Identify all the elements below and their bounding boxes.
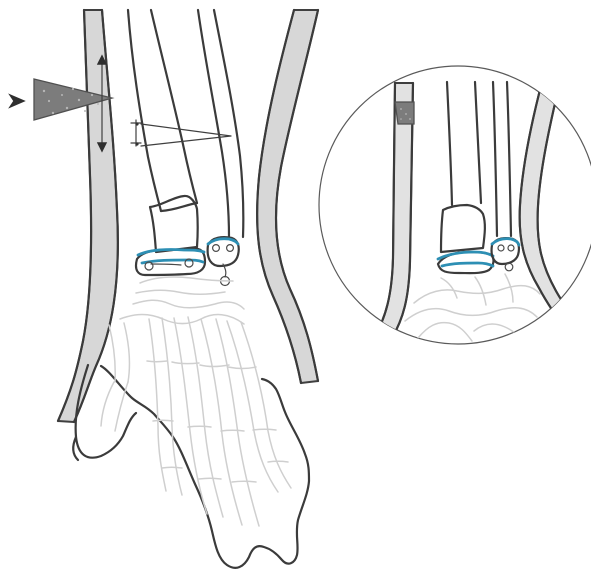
- finger-2-right: [188, 317, 223, 517]
- bracket-bottom-dot: [135, 142, 138, 145]
- ulna-left-nodule: [213, 245, 220, 252]
- pointer-icon: [10, 95, 24, 107]
- thumb-phalanx-left: [101, 382, 114, 426]
- ulna-left-edge: [198, 10, 229, 237]
- ulnar-soft-tissue-band: [257, 10, 318, 383]
- phalanx-crossline-1: [147, 361, 167, 362]
- carpal-top-line: [140, 277, 233, 283]
- radial-soft-tissue-band: [58, 10, 118, 422]
- phalanx-crossline-4: [228, 367, 256, 369]
- phalanx-crossline-3: [200, 365, 229, 367]
- forearm-bones: [128, 10, 243, 252]
- thumb-border: [76, 365, 136, 458]
- phalanx-crossline-5: [153, 420, 173, 421]
- hand-border: [101, 366, 309, 568]
- radius-right-edge: [151, 10, 197, 203]
- ulna-right-nodule: [227, 245, 234, 252]
- metacarpal-base-line: [120, 315, 244, 325]
- main-forearm: [58, 10, 318, 422]
- phalanx-crossline-2: [172, 362, 199, 364]
- finger-1-left: [149, 319, 166, 491]
- phalanx-crossline-10: [199, 478, 221, 479]
- magnified-inset: [319, 66, 591, 344]
- radius-cartilage-top: [138, 250, 204, 255]
- fracture-line: [161, 203, 197, 211]
- radius-left-edge: [128, 10, 161, 211]
- phalanx-crossline-8: [253, 429, 276, 430]
- carpal-mid-line: [136, 290, 225, 294]
- phalanx-crossline-6: [188, 426, 211, 427]
- phalanx-crossline-7: [221, 430, 244, 431]
- bracket-top-dot: [135, 122, 138, 125]
- phalanx-crossline-9: [162, 467, 182, 468]
- thumb-metacarpal-right: [124, 323, 129, 382]
- thumb-phalanx-right: [115, 382, 128, 431]
- phalanx-crossline-11: [232, 481, 256, 482]
- radius-inner-line: [151, 264, 181, 265]
- inset-cone-icon: [395, 102, 414, 124]
- phalanx-crossline-12: [268, 461, 288, 462]
- carpal-low-line: [133, 300, 244, 309]
